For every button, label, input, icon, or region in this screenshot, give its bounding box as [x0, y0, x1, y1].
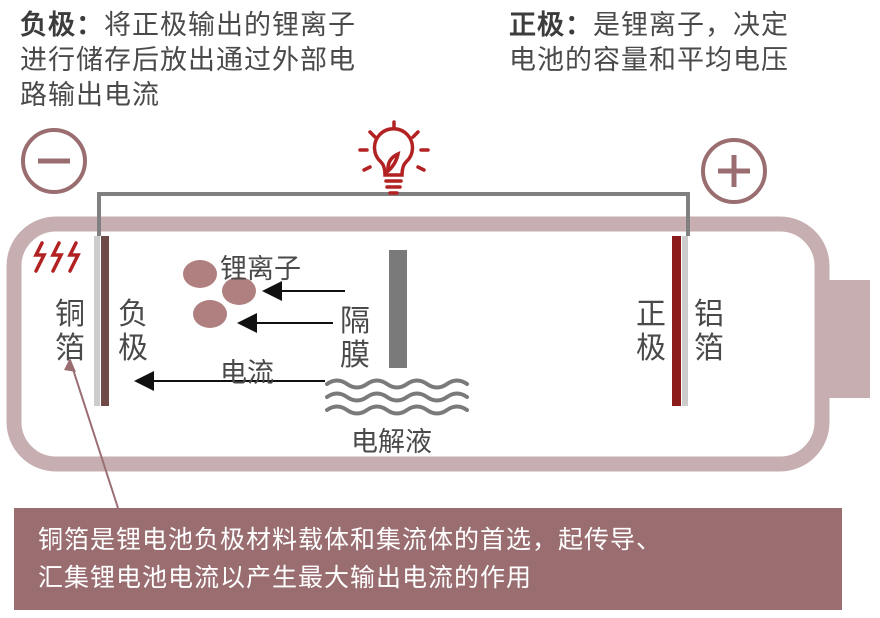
cathode-description-line-2: 电池的容量和平均电压 [509, 45, 789, 76]
cathode-plate [672, 236, 681, 406]
cathode-description-line-1: 是锂离子，决定 [593, 10, 789, 41]
electrolyte-waves [325, 378, 469, 416]
plus-symbol [701, 138, 767, 204]
electrolyte-label: 电解液 [351, 427, 432, 458]
cathode-label: 正极 [636, 297, 666, 366]
copper-foil-strip [94, 236, 100, 406]
current-label: 电流 [220, 358, 274, 389]
callout-pointer [69, 359, 119, 509]
copper-foil-label: 铜箔 [55, 297, 85, 366]
heat-lines-icon [33, 241, 81, 273]
callout-line-1: 铜箔是锂电池负极材料载体和集流体的首选，起传导、 [38, 525, 663, 554]
anode-plate [101, 236, 109, 406]
lightbulb-icon [358, 120, 430, 195]
anode-description-title: 负极： [20, 10, 104, 41]
battery-terminal [822, 280, 870, 398]
anode-description: 负极：将正极输出的锂离子 进行储存后放出通过外部电 路输出电流 [20, 8, 460, 113]
anode-description-line-3: 路输出电流 [20, 80, 160, 111]
lithium-ion [193, 300, 227, 328]
separator-plate [389, 250, 407, 368]
lithium-ion-label: 锂离子 [220, 254, 301, 285]
cathode-description: 正极：是锂离子，决定 电池的容量和平均电压 [509, 8, 879, 78]
callout-pointer-head [64, 358, 76, 372]
aluminum-foil-strip [682, 236, 688, 406]
anode-label: 负极 [118, 297, 148, 366]
minus-symbol [21, 128, 87, 194]
copper-foil-callout: 铜箔是锂电池负极材料载体和集流体的首选，起传导、 汇集锂电池电流以产生最大输出电… [14, 508, 842, 610]
lithium-ion [183, 260, 217, 288]
lithium-ion [222, 277, 256, 305]
aluminum-foil-label: 铝箔 [694, 297, 724, 366]
anode-description-line-1: 将正极输出的锂离子 [104, 10, 356, 41]
cathode-description-title: 正极： [509, 10, 593, 41]
anode-description-line-2: 进行储存后放出通过外部电 [20, 45, 356, 76]
callout-line-2: 汇集锂电池电流以产生最大输出电流的作用 [38, 563, 533, 592]
separator-label: 隔膜 [340, 304, 370, 373]
